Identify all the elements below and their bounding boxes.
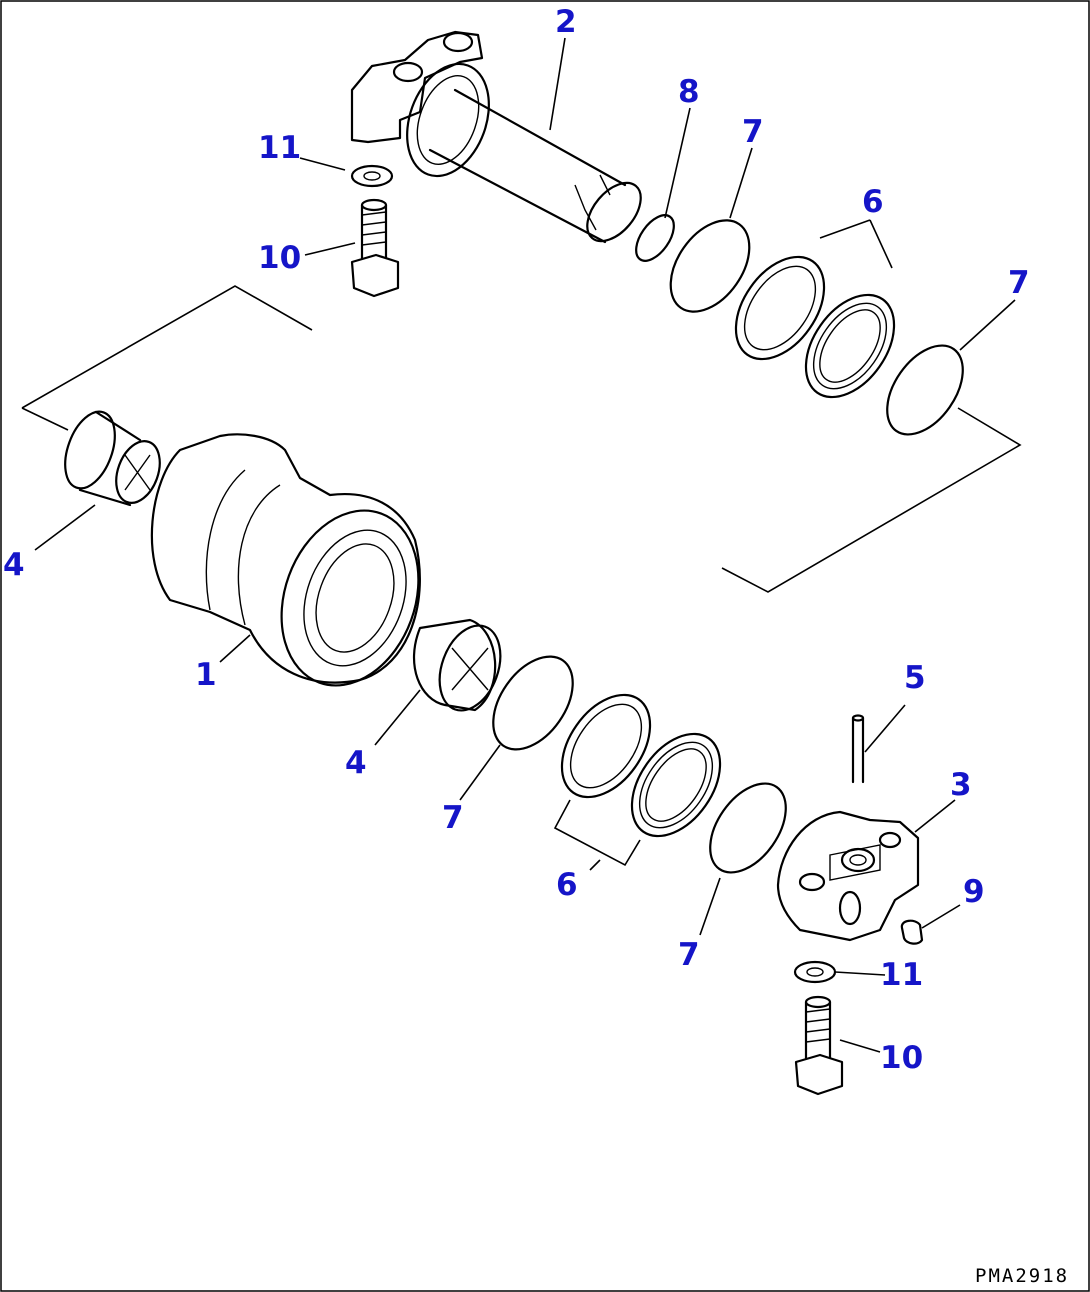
callout-7-lower-right[interactable]: 7	[678, 937, 700, 973]
bracket-part-3	[776, 810, 920, 942]
callout-4-left[interactable]: 4	[3, 547, 25, 583]
callout-5[interactable]: 5	[904, 660, 926, 696]
leader-lines	[34, 37, 1016, 1053]
bolt-part-10-top	[350, 198, 400, 298]
o-ring-part-7-right	[886, 344, 964, 436]
callout-7-lower-left[interactable]: 7	[442, 800, 464, 836]
drawing-number: PMA2918	[975, 1265, 1069, 1287]
roller-part-1	[150, 433, 421, 687]
callout-6-lower[interactable]: 6	[556, 867, 578, 903]
floating-seal-part-6-lower	[553, 693, 722, 867]
callout-10-bottom[interactable]: 10	[880, 1040, 923, 1076]
callout-1[interactable]: 1	[195, 657, 217, 693]
group-bracket-upper	[21, 285, 1022, 593]
callout-11-top[interactable]: 11	[258, 130, 301, 166]
callout-9[interactable]: 9	[963, 874, 985, 910]
o-ring-part-7-upper	[669, 219, 751, 313]
bushing-part-4-right	[412, 618, 502, 712]
bushing-part-4-left	[64, 410, 161, 507]
callout-6-upper[interactable]: 6	[862, 184, 884, 220]
callout-7-right[interactable]: 7	[1008, 265, 1030, 301]
pin-part-5	[851, 714, 865, 784]
o-ring-part-7-lower-right	[709, 782, 787, 874]
o-ring-part-8	[635, 214, 675, 262]
callout-2[interactable]: 2	[555, 4, 577, 40]
callout-10-top[interactable]: 10	[258, 240, 301, 276]
callout-7-upper[interactable]: 7	[742, 114, 764, 150]
shaft-part-2	[350, 30, 642, 244]
callout-11-bottom[interactable]: 11	[880, 957, 923, 993]
o-ring-part-7-lower-left	[492, 655, 574, 751]
washer-part-11-top	[350, 164, 394, 188]
plug-part-9	[900, 919, 924, 945]
floating-seal-part-6-upper	[734, 255, 896, 399]
bolt-part-10-bottom	[794, 995, 844, 1096]
callout-4-right[interactable]: 4	[345, 745, 367, 781]
callout-3[interactable]: 3	[950, 767, 972, 803]
callout-8[interactable]: 8	[678, 74, 700, 110]
